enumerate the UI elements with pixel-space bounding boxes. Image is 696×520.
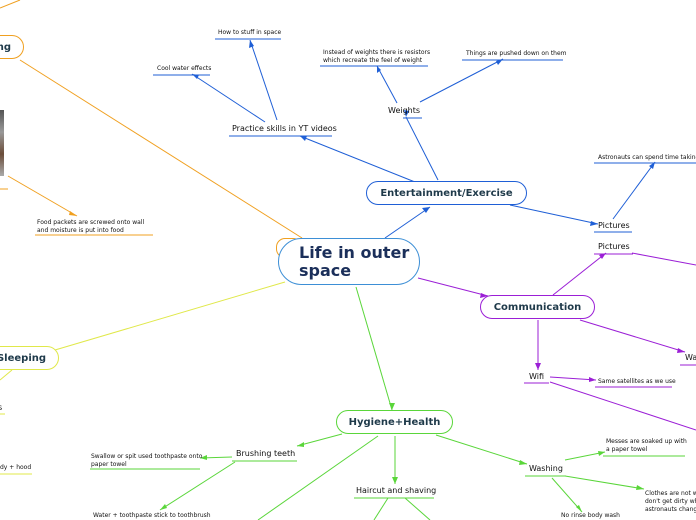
link-center-entertainment xyxy=(384,206,431,239)
eating-image-thumbnail xyxy=(0,110,4,176)
link-practice-howto xyxy=(249,39,278,121)
node-washing[interactable]: Washing xyxy=(529,464,563,473)
node-clothes[interactable]: Clothes are not wa don't get dirty whe a… xyxy=(645,490,696,513)
topic-hygiene-health[interactable]: Hygiene+Health xyxy=(336,410,453,434)
link-washing-messes xyxy=(564,451,606,461)
node-how-to-stuff[interactable]: How to stuff in space xyxy=(218,29,282,36)
link-hygiene-brushing xyxy=(296,433,343,447)
node-water-toothpaste[interactable]: Water + toothpaste stick to toothbrush xyxy=(93,512,211,519)
link-haircut-lower-1 xyxy=(373,497,389,520)
node-pictures-note[interactable]: Astronauts can spend time taking p xyxy=(598,154,696,161)
link-eating-foodpackets xyxy=(7,175,78,217)
link-communication-wa xyxy=(579,319,686,353)
link-wifi-offscreen xyxy=(549,381,696,431)
link-brushing-water xyxy=(159,461,236,511)
link-pictures-note xyxy=(612,161,656,220)
topic-communication[interactable]: Communication xyxy=(480,295,595,319)
node-pictures-entertainment[interactable]: Pictures xyxy=(598,221,630,230)
node-swallow[interactable]: Swallow or spit used toothpaste onto pap… xyxy=(91,453,203,468)
node-brushing-teeth[interactable]: Brushing teeth xyxy=(236,449,296,458)
link-pictures-offscreen xyxy=(631,252,696,266)
node-haircut-shaving[interactable]: Haircut and shaving xyxy=(356,486,437,495)
link-center-eating xyxy=(19,59,303,239)
node-practice-skills[interactable]: Practice skills in YT videos xyxy=(232,124,337,133)
link-center-sleeping xyxy=(54,281,286,351)
node-sleeping-partial-1[interactable]: s xyxy=(0,403,3,412)
link-entertainment-weights xyxy=(405,116,439,181)
link-entertainment-practice xyxy=(299,135,416,183)
node-pushed-down[interactable]: Things are pushed down on them xyxy=(466,50,567,57)
link-center-communication xyxy=(417,277,489,297)
node-pictures-communication[interactable]: Pictures xyxy=(598,242,630,251)
node-resistors[interactable]: Instead of weights there is resistors wh… xyxy=(323,49,431,64)
topic-entertainment-exercise[interactable]: Entertainment/Exercise xyxy=(366,181,527,205)
link-wifi-satellites xyxy=(549,376,597,381)
node-weights[interactable]: Weights xyxy=(388,106,421,115)
node-food-packets[interactable]: Food packets are screwed onto wall and m… xyxy=(37,219,145,234)
node-wifi[interactable]: Wifi xyxy=(529,372,544,381)
link-sleeping-partial xyxy=(0,369,13,381)
link-hygiene-washing xyxy=(435,434,528,465)
node-wa-partial[interactable]: Wa xyxy=(685,353,696,362)
link-washing-clothes xyxy=(564,475,645,490)
link-eating-top xyxy=(0,0,21,9)
node-sleeping-partial-2[interactable]: dy + hood xyxy=(0,464,32,471)
link-weights-pushed xyxy=(419,58,504,103)
link-weights-resistors xyxy=(376,65,398,104)
node-no-rinse[interactable]: No rinse body wash xyxy=(561,512,620,519)
node-cool-water[interactable]: Cool water effects xyxy=(157,65,212,72)
link-communication-pictures xyxy=(552,252,607,296)
central-topic[interactable]: Life in outer space xyxy=(278,238,420,285)
link-haircut-lower-2 xyxy=(404,497,431,520)
topic-sleeping[interactable]: Sleeping xyxy=(0,346,59,370)
node-messes[interactable]: Messes are soaked up with a paper towel xyxy=(606,438,687,453)
link-entertainment-pictures xyxy=(509,204,599,225)
link-practice-coolwater xyxy=(191,73,266,123)
link-hygiene-lower xyxy=(257,435,379,520)
node-satellites[interactable]: Same satellites as we use xyxy=(598,378,676,385)
link-center-hygiene xyxy=(355,286,393,411)
topic-eating-partial[interactable]: ng xyxy=(0,35,24,59)
arrowheads xyxy=(192,40,655,226)
